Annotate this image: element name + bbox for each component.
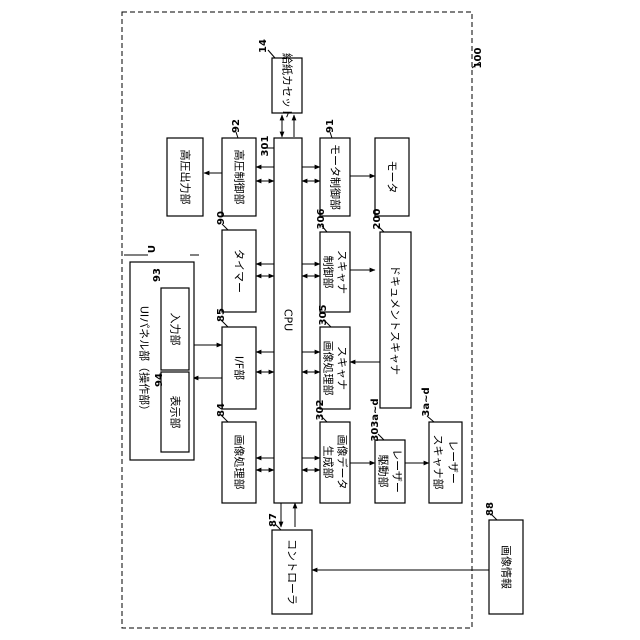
motor-label: モータ	[386, 161, 399, 194]
timer-ref: 90	[216, 211, 227, 225]
ui-panel-label: UIパネル部（操作部）	[138, 306, 152, 416]
controller-label: コントローラ	[286, 539, 299, 605]
image-processing-label: 画像処理部	[233, 435, 247, 490]
scanner-control-ref: 306	[316, 209, 327, 230]
laser-driver-label-line1: レーザー	[391, 449, 404, 493]
scanner-image-processing-ref: 305	[318, 305, 329, 326]
document-scanner-ref: 200	[372, 209, 383, 230]
display-ref: 94	[154, 373, 165, 387]
hv-output-label: 高圧出力部	[179, 150, 193, 205]
if-unit-label: I/F部	[233, 356, 247, 380]
input-label: 入力部	[169, 313, 183, 346]
input-ref: 93	[152, 268, 163, 282]
image-processing-ref: 84	[216, 403, 227, 417]
scanner-image-processing-label-line1: スキャナ	[336, 346, 349, 390]
laser-scanner-ref: 3a~d	[421, 387, 432, 416]
hv-control-ref: 92	[231, 119, 242, 133]
scanner-control-label-line2: 制御部	[322, 256, 336, 289]
cassette-label: 給紙カセット	[281, 53, 295, 119]
laser-scanner-label-line2: スキャナ部	[432, 435, 446, 490]
laser-driver-label-line2: 駆動部	[377, 455, 391, 488]
display-label: 表示部	[169, 396, 183, 429]
image-info-ref: 88	[485, 502, 496, 516]
laser-scanner-label-line1: レーザー	[447, 440, 460, 484]
controller-ref: 87	[268, 513, 279, 527]
hv-control-label: 高圧制御部	[233, 150, 247, 205]
laser-driver-ref: 303a~d	[370, 398, 381, 441]
ui-panel-ref: U	[147, 245, 158, 253]
if-unit-ref: 85	[216, 308, 227, 322]
scanner-control-label-line1: スキャナ	[336, 250, 349, 294]
system-ref: 100	[473, 48, 484, 69]
image-data-generation-ref: 302	[315, 400, 326, 421]
timer-label: タイマー	[233, 249, 246, 293]
scanner-image-processing-label-line2: 画像処理部	[322, 341, 336, 396]
motor-control-ref: 91	[325, 119, 336, 133]
image-info-label: 画像情報	[500, 545, 513, 589]
document-scanner-label: ドキュメントスキャナ	[389, 265, 402, 375]
cpu-ref: 301	[260, 136, 271, 157]
motor-control-label: モータ制御部	[329, 144, 343, 210]
image-data-generation-label-line1: 画像データ	[336, 435, 350, 490]
cassette-ref: 14	[258, 39, 269, 53]
image-data-generation-label-line2: 生成部	[322, 446, 336, 479]
cpu-label: CPU	[282, 309, 295, 331]
